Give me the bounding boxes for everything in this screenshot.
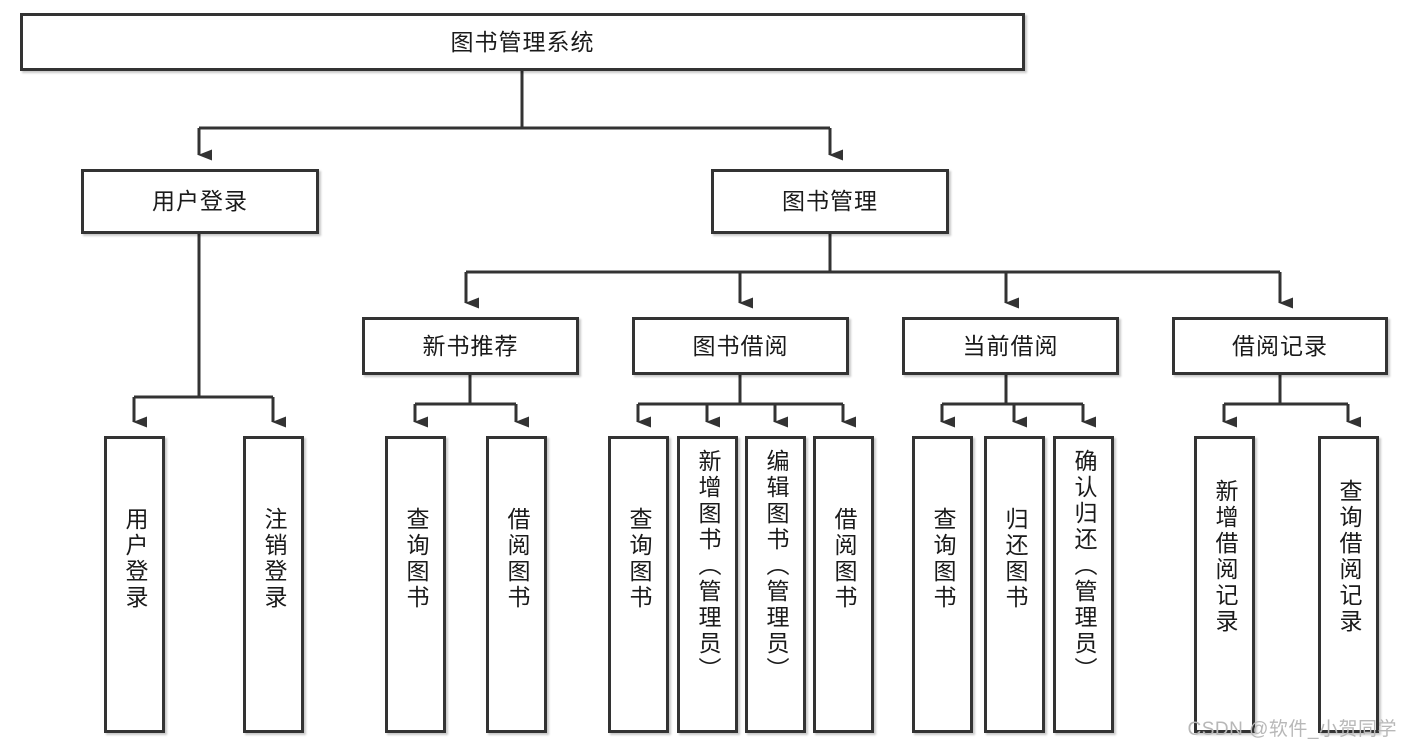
node-label: 注销登录 <box>261 507 287 611</box>
node-leaf-borrow-book[interactable]: 借阅图书 <box>813 436 874 733</box>
node-label: 归还图书 <box>1002 507 1028 611</box>
node-label: 新书推荐 <box>422 332 519 359</box>
node-label: 新增图书（管理员） <box>695 449 721 683</box>
node-book-manage[interactable]: 图书管理 <box>711 169 949 234</box>
node-new-book-recommend[interactable]: 新书推荐 <box>362 317 579 375</box>
node-leaf-return-book[interactable]: 归还图书 <box>984 436 1045 733</box>
node-leaf-borrow-book-rec[interactable]: 借阅图书 <box>486 436 547 733</box>
node-leaf-query-book-current[interactable]: 查询图书 <box>912 436 973 733</box>
node-leaf-add-borrow-record[interactable]: 新增借阅记录 <box>1194 436 1255 733</box>
node-label: 图书管理系统 <box>450 28 595 55</box>
node-label: 借阅记录 <box>1232 332 1328 359</box>
connector-group <box>132 71 1361 428</box>
node-label: 图书管理 <box>782 188 878 215</box>
node-user-login[interactable]: 用户登录 <box>81 169 319 234</box>
node-leaf-query-book-borrow[interactable]: 查询图书 <box>608 436 669 733</box>
node-label: 当前借阅 <box>962 332 1059 359</box>
node-current-borrow[interactable]: 当前借阅 <box>902 317 1119 375</box>
node-label: 图书借阅 <box>692 332 789 359</box>
node-leaf-query-book-rec[interactable]: 查询图书 <box>385 436 446 733</box>
node-label: 编辑图书（管理员） <box>763 449 789 683</box>
node-leaf-user-logout[interactable]: 注销登录 <box>243 436 304 733</box>
node-leaf-query-borrow-record[interactable]: 查询借阅记录 <box>1318 436 1379 733</box>
node-leaf-confirm-return-admin[interactable]: 确认归还（管理员） <box>1053 436 1114 733</box>
node-leaf-edit-book-admin[interactable]: 编辑图书（管理员） <box>745 436 806 733</box>
node-label: 新增借阅记录 <box>1212 479 1238 635</box>
node-label: 借阅图书 <box>831 507 857 611</box>
node-borrow-record[interactable]: 借阅记录 <box>1172 317 1388 375</box>
node-label: 查询图书 <box>930 507 956 611</box>
node-label: 确认归还（管理员） <box>1071 449 1097 683</box>
node-leaf-user-login[interactable]: 用户登录 <box>104 436 165 733</box>
node-label: 用户登录 <box>152 188 248 215</box>
node-label: 查询图书 <box>403 507 429 611</box>
node-leaf-add-book-admin[interactable]: 新增图书（管理员） <box>677 436 738 733</box>
node-label: 用户登录 <box>122 507 148 611</box>
node-label: 查询借阅记录 <box>1336 479 1362 635</box>
node-book-borrow[interactable]: 图书借阅 <box>632 317 849 375</box>
node-label: 查询图书 <box>626 507 652 611</box>
node-label: 借阅图书 <box>504 507 530 611</box>
node-root-system[interactable]: 图书管理系统 <box>20 13 1025 71</box>
